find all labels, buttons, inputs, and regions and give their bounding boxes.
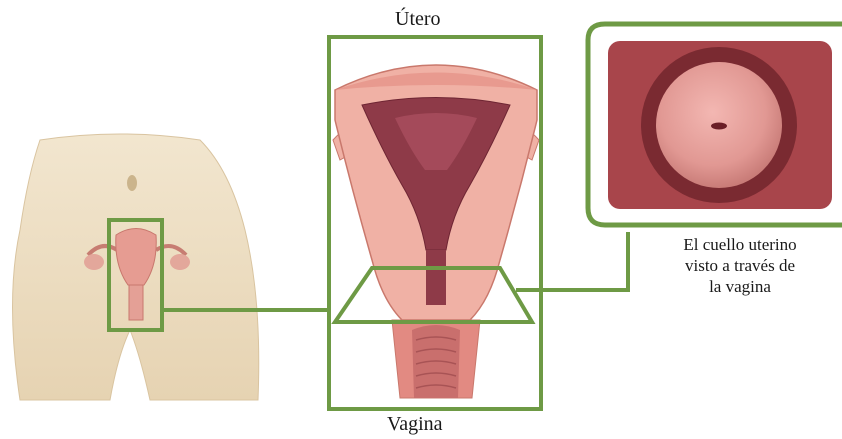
cervix-view bbox=[588, 24, 842, 225]
pelvis-body-illustration bbox=[13, 134, 259, 400]
cervix-caption: El cuello uterino visto a través de la v… bbox=[640, 234, 840, 297]
caption-line-3: la vagina bbox=[640, 276, 840, 297]
uterus-illustration bbox=[333, 65, 539, 398]
connector-line-right bbox=[516, 232, 628, 290]
cervical-os bbox=[711, 123, 727, 130]
navel-mark bbox=[127, 175, 137, 191]
uterus-label: Útero bbox=[395, 8, 441, 31]
caption-line-2: visto a través de bbox=[640, 255, 840, 276]
vagina-label: Vagina bbox=[387, 413, 443, 436]
caption-line-1: El cuello uterino bbox=[640, 234, 840, 255]
